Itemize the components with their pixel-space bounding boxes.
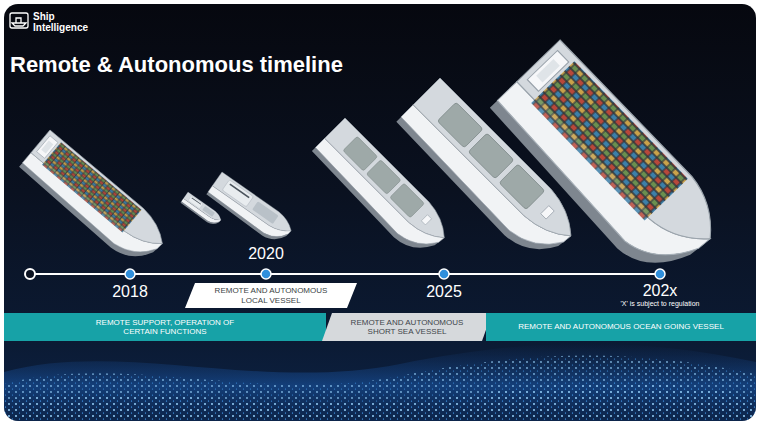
stage-band: REMOTE AND AUTONOMOUS OCEAN GOING VESSEL	[486, 313, 756, 341]
footnote: 'X' is subject to regulation	[621, 300, 700, 307]
particle-wave	[4, 356, 756, 422]
particle-wave	[4, 382, 756, 421]
timeline-dot	[655, 269, 665, 279]
logo-frame	[10, 13, 28, 28]
logo-ship	[12, 23, 26, 26]
local-vessel	[205, 172, 296, 248]
year-label: 202x	[643, 282, 678, 300]
year-label: 2020	[248, 245, 284, 263]
parallelogram-fill	[185, 283, 357, 308]
slide-title: Remote & Autonomous timeline	[10, 52, 343, 78]
stage-text: REMOTE SUPPORT, OPERATION OF CERTAIN FUN…	[90, 318, 240, 336]
stage-tag: REMOTE AND AUTONOMOUS SHORT SEA VESSEL	[322, 313, 492, 341]
logo-text: Ship Intelligence	[33, 12, 103, 33]
logo-icon	[10, 13, 28, 28]
timeline-dot	[125, 269, 135, 279]
particle-glow	[4, 344, 756, 422]
stage-text: REMOTE AND AUTONOMOUS OCEAN GOING VESSEL	[518, 322, 724, 331]
ocean-container-ship	[486, 40, 732, 290]
timeline-dot	[439, 269, 449, 279]
year-label: 2025	[426, 283, 462, 301]
stage-band: REMOTE SUPPORT, OPERATION OF CERTAIN FUN…	[4, 313, 326, 341]
timeline-dot	[261, 269, 271, 279]
stage-text: REMOTE AND AUTONOMOUS SHORT SEA VESSEL	[342, 318, 472, 336]
container-ship-2018	[17, 130, 172, 271]
stage-text: REMOTE AND AUTONOMOUS LOCAL VESSEL	[206, 286, 336, 304]
parallelogram-fill	[322, 313, 492, 341]
logo-bridge	[16, 18, 21, 23]
stage-tag: REMOTE AND AUTONOMOUS LOCAL VESSEL	[185, 283, 357, 308]
timeline-start	[25, 269, 35, 279]
year-label: 2018	[112, 283, 148, 301]
